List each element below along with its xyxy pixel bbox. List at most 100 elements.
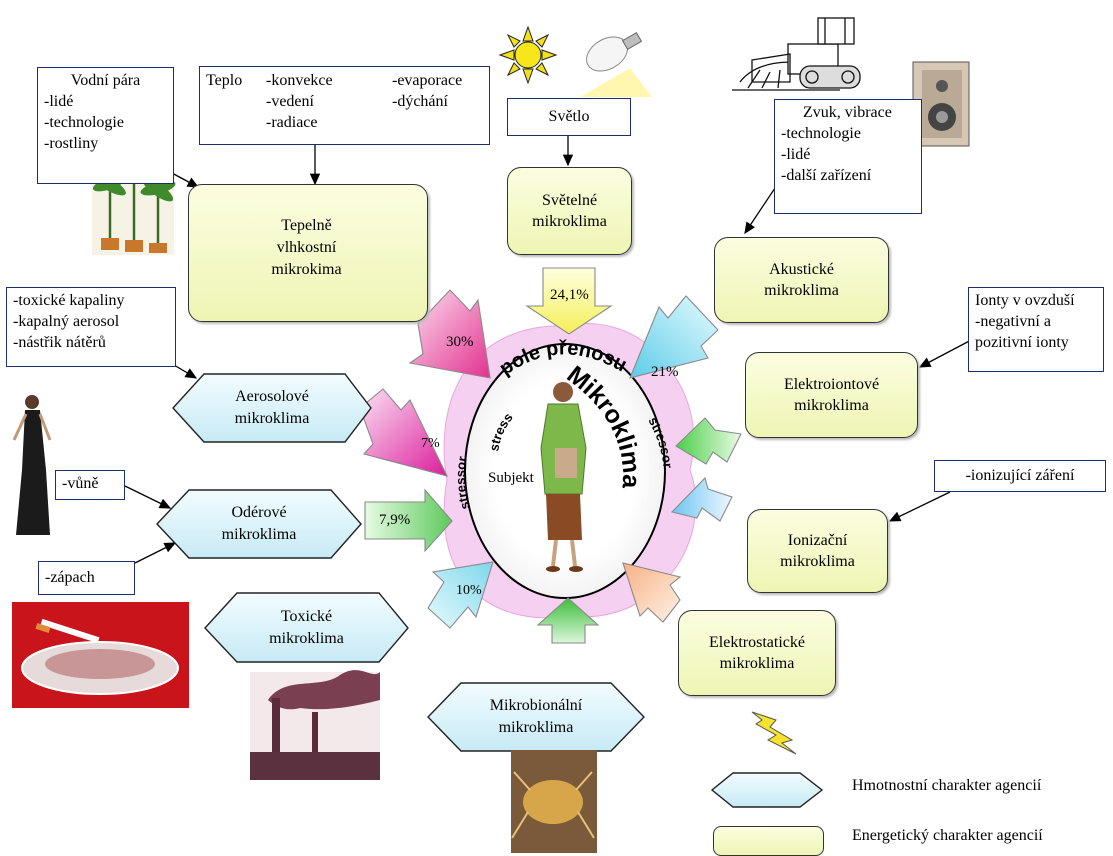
vodni-para-item: -technologie (44, 114, 124, 131)
subject-figure-icon (540, 382, 587, 572)
legend-hex-label: Hmotnostní charakter agencií (852, 777, 1042, 794)
zvuk-item: -technologie (781, 125, 861, 142)
aerosolove-line: mikroklima (234, 410, 310, 427)
oderove-line: mikroklima (221, 526, 297, 543)
mikrobionalni-line: Mikrobionální (489, 697, 583, 714)
arrow-elektrostaticke (622, 562, 682, 623)
arrow-ionizacni (670, 476, 733, 522)
svetelne-line: mikroklima (532, 213, 607, 230)
ionty-line: Ionty v ovzduší (975, 292, 1075, 309)
toxicke-item: -nástřik nátěrů (13, 334, 106, 351)
arrow-toxicke (427, 561, 494, 629)
zvuk-item: -lidé (781, 146, 811, 163)
legend-rect (713, 826, 824, 856)
mite-icon (511, 750, 597, 853)
elektroiontove-line: mikroklima (794, 397, 869, 414)
oderove-label: Odérové mikroklima (157, 490, 361, 558)
subjekt-label: Subjekt (488, 470, 534, 486)
toxicke-kapaliny-box: -toxické kapaliny -kapalný aerosol -nást… (6, 287, 176, 367)
woman-figure-icon (12, 395, 52, 535)
tepelne-label: Tepelně vlhkostní mikrokima (208, 201, 405, 295)
svetelne-mikroklima-box: Světelné mikroklima (507, 167, 632, 255)
ionty-line: -negativní a (975, 313, 1051, 330)
hex-oderove (156, 489, 362, 559)
bulldozer-icon (732, 17, 861, 91)
ionizacni-mikroklima-box: Ionizační mikroklima (747, 509, 888, 593)
hex-legend (710, 772, 824, 808)
tepelne-line: vlhkostní (276, 239, 337, 256)
arrow-elektroiontove (675, 417, 742, 465)
ionty-line: pozitivní ionty (975, 334, 1069, 351)
pct-akusticke: 21% (651, 364, 679, 380)
toxicke-line: Toxické (280, 607, 333, 625)
oderove-line: Odérové (231, 504, 287, 521)
elektroiontove-mikroklima-box: Elektroiontové mikroklima (745, 352, 918, 438)
teplo-item: -radiace (266, 114, 318, 131)
akusticke-line: mikroklima (764, 282, 839, 299)
zvuk-title: Zvuk, vibrace (803, 104, 892, 121)
arrow-akusticke (629, 295, 719, 379)
ionizacni-line: mikroklima (780, 553, 855, 570)
stressor-left-text: stressor (453, 455, 473, 511)
teplo-item: -konvekce (266, 72, 333, 89)
teplo-col1: -konvekce -vedení -radiace (266, 70, 333, 133)
akusticke-line: Akustické (769, 261, 834, 278)
teplo-item: -evaporace (392, 72, 463, 89)
teplo-title: Teplo (206, 72, 243, 89)
vodni-para-item: -lidé (44, 93, 74, 110)
light-bulb-icon (580, 31, 652, 97)
legend-rect-label: Energetický charakter agencií (852, 827, 1043, 844)
arrow-mikrobionalni (536, 597, 600, 644)
pct-aerosolove: 7% (421, 436, 440, 451)
pct-svetelne: 24,1% (550, 287, 589, 303)
vodni-para-title: Vodní pára (70, 72, 141, 89)
toxicke-label: Toxické mikroklima (205, 593, 408, 662)
hex-toxicke (204, 592, 409, 663)
arrow-aerosolove (359, 388, 449, 477)
sun-icon (498, 25, 558, 85)
mikrobionalni-label: Mikrobionální mikroklima (428, 683, 644, 751)
loudspeaker-icon (912, 61, 970, 147)
zvuk-box: Zvuk, vibrace -technologie -lidé -další … (774, 99, 922, 214)
vune-box: -vůně (55, 470, 125, 500)
vodni-para-item: -rostliny (44, 135, 99, 152)
zapach-label: -zápach (45, 569, 95, 586)
teplo-item: -dýchání (392, 93, 448, 110)
ionty-box: Ionty v ovzduší -negativní a pozitivní i… (968, 287, 1104, 372)
ashtray-icon (12, 602, 189, 708)
ionizujici-label: -ionizující záření (965, 467, 1075, 484)
lightning-icon (751, 711, 797, 755)
svetlo-box: Světlo (507, 98, 631, 136)
tepelne-line: mikrokima (271, 261, 342, 278)
svetelne-line: Světelné (541, 192, 598, 209)
teplo-box: Teplo -konvekce -vedení -radiace -evapor… (199, 66, 490, 145)
arrow-svetelne (525, 267, 613, 335)
zapach-box: -zápach (38, 561, 135, 595)
hex-mikrobionalni (427, 682, 645, 752)
tepelne-line: Tepelně (281, 217, 332, 234)
toxicke-line: mikroklima (269, 629, 344, 647)
vodni-para-box: Vodní pára -lidé -technologie -rostliny (37, 67, 174, 184)
arrow-oderove (364, 488, 453, 553)
pct-tepelne: 30% (446, 334, 474, 350)
tepelne-container (188, 184, 428, 322)
ionizacni-line: Ionizační (787, 532, 848, 549)
svetlo-label: Světlo (548, 108, 590, 125)
teplo-item: -vedení (266, 93, 314, 110)
mikrobionalni-line: mikroklima (498, 719, 574, 736)
hex-aerosolove (172, 373, 372, 443)
toxicke-item: -kapalný aerosol (13, 313, 120, 330)
akusticke-mikroklima-box: Akustické mikroklima (714, 237, 889, 323)
factory-smoke-icon (250, 670, 380, 780)
zvuk-item: -další zařízení (781, 167, 872, 184)
elektrostaticke-line: mikroklima (719, 655, 795, 672)
pct-oderove: 7,9% (379, 512, 411, 528)
elektroiontove-line: Elektroiontové (783, 376, 880, 393)
aerosolove-line: Aerosolové (235, 388, 309, 405)
vune-label: -vůně (62, 475, 99, 492)
aerosolove-label: Aerosolové mikroklima (173, 374, 371, 442)
teplo-col2: -evaporace -dýchání (392, 70, 462, 112)
ionizujici-box: -ionizující záření (934, 460, 1106, 492)
pct-toxicke: 10% (456, 583, 482, 598)
